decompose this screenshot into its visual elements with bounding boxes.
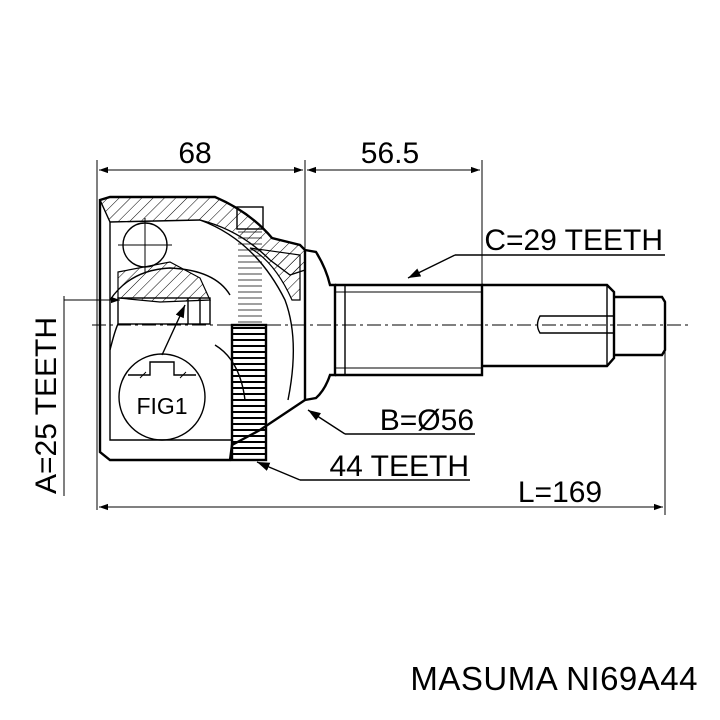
product-caption: MASUMA NI69A44	[410, 660, 698, 697]
dimension-56-5: 56.5	[307, 137, 483, 285]
leader-c-teeth: C=29 TEETH	[407, 224, 665, 279]
a-teeth-label: A=25 TEETH	[30, 317, 63, 494]
joint-housing	[98, 195, 307, 462]
fig1-detail: FIG1	[118, 304, 206, 441]
abs-tone-ring	[230, 206, 268, 462]
leader-44-teeth: 44 TEETH	[256, 450, 470, 483]
b-diameter-label: B=Ø56	[380, 404, 474, 437]
dimension-length: L=169	[99, 300, 666, 515]
leader-b-diameter: B=Ø56	[307, 404, 475, 437]
dimension-a-teeth: A=25 TEETH	[30, 296, 120, 496]
fig1-label: FIG1	[136, 393, 187, 419]
c-teeth-label: C=29 TEETH	[484, 224, 663, 257]
joint-stem	[304, 248, 667, 402]
dimension-68-label: 68	[178, 137, 211, 170]
dimension-68: 68	[96, 137, 306, 510]
dimension-56-5-label: 56.5	[361, 137, 419, 170]
dimension-length-label: L=169	[518, 476, 602, 509]
abs-teeth-label: 44 TEETH	[330, 450, 470, 483]
